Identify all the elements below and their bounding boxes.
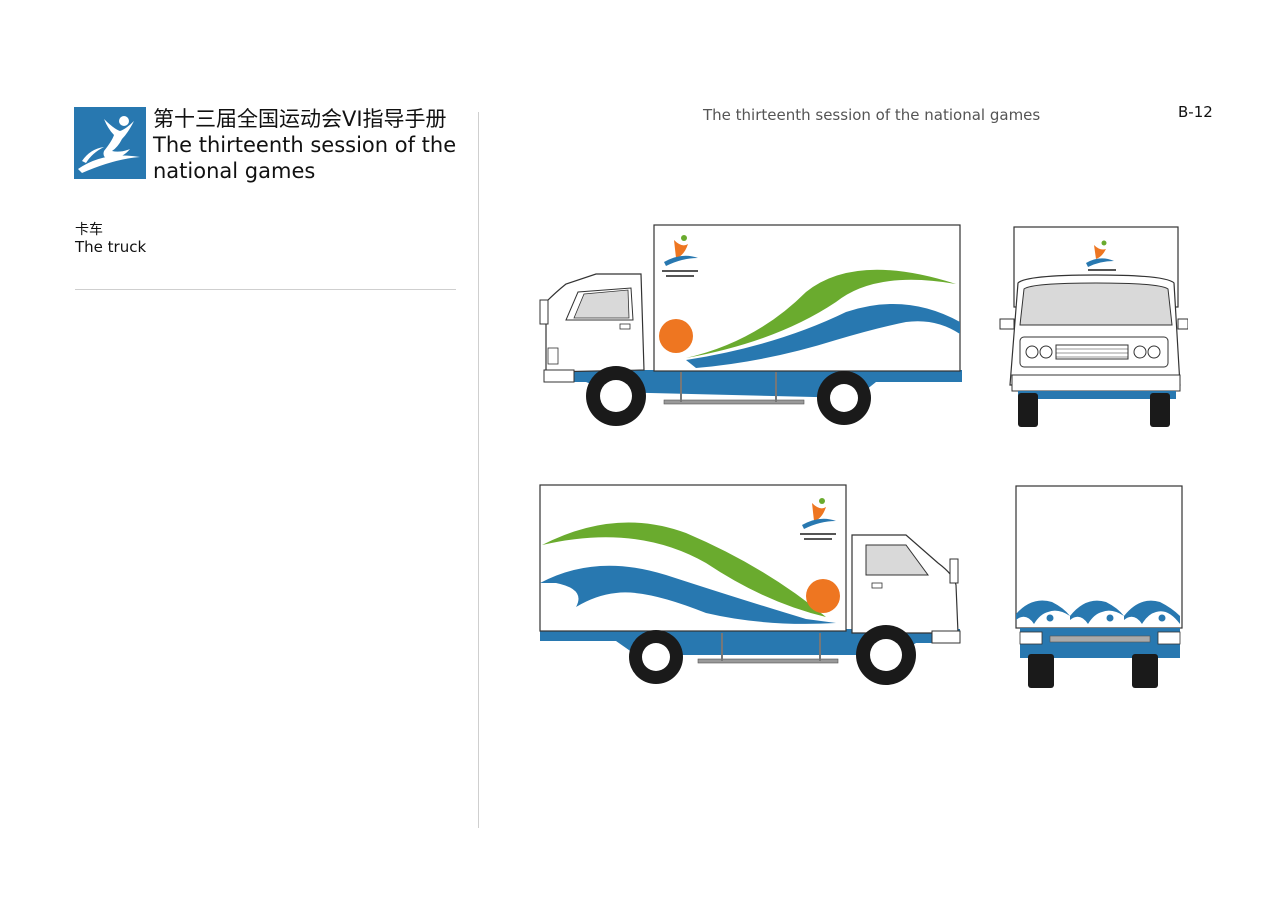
page-number: B-12 <box>1178 103 1213 121</box>
section-divider <box>75 289 456 290</box>
brand-title-en-line1: The thirteenth session of the <box>153 133 457 157</box>
truck-side-view-right <box>539 484 961 685</box>
truck-logo-icon <box>662 235 698 277</box>
truck-side-view-left <box>539 224 962 426</box>
games-logo-icon <box>74 107 146 179</box>
side-logo-icon <box>800 498 836 540</box>
brand-title-cn: 第十三届全国运动会VI指导手册 <box>153 107 447 131</box>
front-logo-icon <box>1086 240 1116 271</box>
section-title-en: The truck <box>75 238 147 256</box>
truck-rear-view <box>1015 485 1183 688</box>
section-title-cn: 卡车 <box>75 222 103 238</box>
brand-title-en-line2: national games <box>153 159 316 183</box>
brand-title: 第十三届全国运动会VI指导手册 The thirteenth session o… <box>153 106 463 184</box>
running-header: The thirteenth session of the national g… <box>703 106 1041 124</box>
column-divider <box>478 112 479 828</box>
rear-wave-pattern <box>1016 600 1180 624</box>
truck-front-view <box>999 226 1188 427</box>
